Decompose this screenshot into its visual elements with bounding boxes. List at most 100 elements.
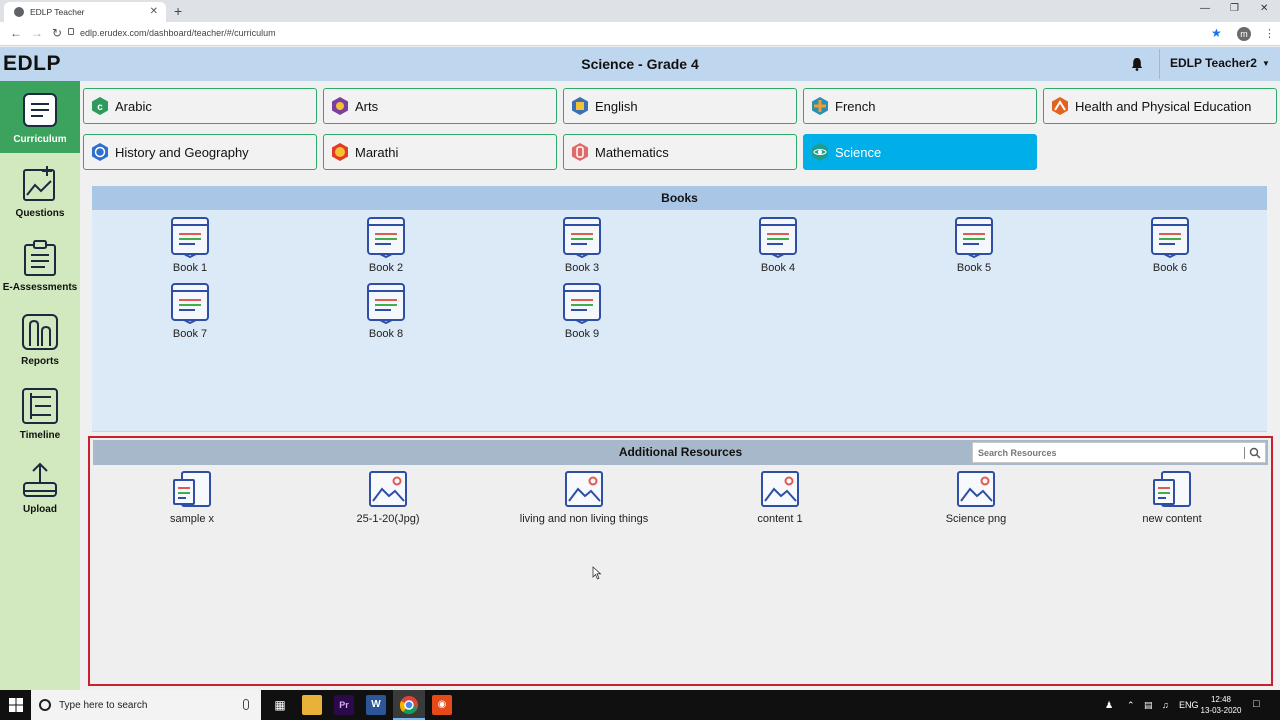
subject-label: Science xyxy=(835,144,882,160)
taskbar-clock[interactable]: 12:48 13-03-2020 xyxy=(1198,694,1244,716)
image-file-icon xyxy=(761,471,799,507)
window-close-icon[interactable]: ✕ xyxy=(1260,3,1269,14)
file-explorer-icon[interactable] xyxy=(302,695,322,715)
resource-item[interactable]: new content xyxy=(1092,470,1252,525)
notification-icon[interactable]: □ xyxy=(1253,698,1260,710)
resource-item[interactable]: sample x xyxy=(112,470,272,525)
book-item[interactable]: Book 8 xyxy=(336,282,436,344)
subject-french[interactable]: French xyxy=(803,88,1037,124)
microphone-icon[interactable] xyxy=(243,699,249,710)
subject-history-and-geography[interactable]: History and Geography xyxy=(83,134,317,170)
new-tab-button[interactable]: + xyxy=(174,3,183,19)
bell-icon[interactable] xyxy=(1131,57,1143,71)
curriculum-icon xyxy=(23,93,57,127)
search-icon[interactable] xyxy=(1249,447,1261,459)
windows-start-icon[interactable] xyxy=(9,698,23,712)
browser-tab[interactable]: EDLP Teacher ✕ xyxy=(4,2,166,22)
resource-label: sample x xyxy=(169,513,215,525)
people-icon[interactable]: ♟ xyxy=(1105,700,1114,710)
profile-avatar[interactable]: m xyxy=(1237,27,1251,41)
svg-text:c: c xyxy=(97,102,103,113)
subject-arabic[interactable]: c Arabic xyxy=(83,88,317,124)
book-item[interactable]: Book 2 xyxy=(336,216,436,278)
clock-date: 13-03-2020 xyxy=(1200,706,1242,715)
back-icon[interactable]: ← xyxy=(10,26,22,40)
book-item[interactable]: Book 3 xyxy=(532,216,632,278)
bookmark-star-icon[interactable]: ★ xyxy=(1211,26,1222,40)
book-label: Book 5 xyxy=(956,262,992,274)
user-menu[interactable]: EDLP Teacher2 xyxy=(1170,56,1257,70)
sidebar-item-upload[interactable]: Upload xyxy=(0,451,80,523)
resource-item[interactable]: Science png xyxy=(896,470,1056,525)
browser-menu-icon[interactable]: ⋮ xyxy=(1264,28,1275,40)
language-indicator[interactable]: ENG xyxy=(1179,700,1199,710)
book-icon xyxy=(563,217,601,258)
url-field[interactable]: edlp.erudex.com/dashboard/teacher/#/curr… xyxy=(80,28,276,38)
chevron-down-icon[interactable]: ▼ xyxy=(1262,59,1270,68)
taskbar: Type here to search ▦ Pr W ◉ ♟ ⌃ ▤ ♫ ENG… xyxy=(0,690,1280,720)
book-item[interactable]: Book 9 xyxy=(532,282,632,344)
brand-logo[interactable]: EDLP xyxy=(3,52,62,75)
resource-item[interactable]: content 1 xyxy=(700,470,860,525)
sidebar-item-label: Questions xyxy=(15,208,65,219)
word-icon[interactable]: W xyxy=(366,695,386,715)
tab-favicon-icon xyxy=(14,7,24,17)
book-item[interactable]: Book 1 xyxy=(140,216,240,278)
tab-close-icon[interactable]: ✕ xyxy=(149,6,158,17)
document-file-icon xyxy=(173,471,211,507)
subject-marathi[interactable]: Marathi xyxy=(323,134,557,170)
sidebar-item-questions[interactable]: Questions xyxy=(0,155,80,227)
reload-icon[interactable]: ↻ xyxy=(52,26,63,40)
taskbar-search[interactable]: Type here to search xyxy=(31,690,261,720)
minimize-icon[interactable]: — xyxy=(1200,3,1210,14)
task-view-icon[interactable]: ▦ xyxy=(274,698,286,712)
sidebar-item-curriculum[interactable]: Curriculum xyxy=(0,81,80,153)
volume-icon[interactable]: ♫ xyxy=(1162,700,1169,710)
arabic-subject-icon: c xyxy=(92,97,108,115)
forward-icon[interactable]: → xyxy=(31,26,43,40)
resource-item[interactable]: 25-1-20(Jpg) xyxy=(308,470,468,525)
tray-chevron-icon[interactable]: ⌃ xyxy=(1127,700,1135,710)
restore-icon[interactable]: ❐ xyxy=(1230,3,1239,14)
subject-label: English xyxy=(595,98,638,114)
address-bar: ← → ↻ edlp.erudex.com/dashboard/teacher/… xyxy=(0,22,1280,46)
book-icon xyxy=(955,217,993,258)
book-item[interactable]: Book 6 xyxy=(1120,216,1220,278)
book-label: Book 8 xyxy=(368,328,404,340)
sidebar-item-e-assessments[interactable]: E-Assessments xyxy=(0,229,80,301)
browser-tab-bar: EDLP Teacher ✕ + — ❐ ✕ xyxy=(0,0,1280,22)
sidebar-item-reports[interactable]: Reports xyxy=(0,303,80,375)
subject-science[interactable]: Science xyxy=(803,134,1037,170)
search-input[interactable] xyxy=(973,443,1243,463)
subject-arts[interactable]: Arts xyxy=(323,88,557,124)
book-icon xyxy=(367,217,405,258)
sidebar-item-label: Upload xyxy=(23,504,57,515)
premiere-pro-icon[interactable]: Pr xyxy=(334,695,354,715)
recorder-icon[interactable]: ◉ xyxy=(432,695,452,715)
book-item[interactable]: Book 4 xyxy=(728,216,828,278)
image-file-icon xyxy=(565,471,603,507)
sidebar-item-timeline[interactable]: Timeline xyxy=(0,377,80,449)
sidebar-item-label: Reports xyxy=(21,356,59,367)
network-icon[interactable]: ▤ xyxy=(1144,700,1153,710)
chrome-icon[interactable] xyxy=(399,695,419,715)
book-icon xyxy=(171,283,209,324)
book-label: Book 2 xyxy=(368,262,404,274)
subject-english[interactable]: English xyxy=(563,88,797,124)
english-subject-icon xyxy=(572,97,588,115)
book-label: Book 4 xyxy=(760,262,796,274)
subject-label: Arts xyxy=(355,98,379,114)
sidebar-item-label: Timeline xyxy=(19,430,61,441)
sidebar: Curriculum Questions E-Assessments Repor… xyxy=(0,81,80,690)
book-label: Book 7 xyxy=(172,328,208,340)
book-icon xyxy=(367,283,405,324)
book-item[interactable]: Book 5 xyxy=(924,216,1024,278)
book-item[interactable]: Book 7 xyxy=(140,282,240,344)
subject-label: Arabic xyxy=(115,98,152,114)
book-icon xyxy=(759,217,797,258)
subject-mathematics[interactable]: Mathematics xyxy=(563,134,797,170)
subject-selector: c Arabic Arts English French Health and … xyxy=(80,81,1280,179)
mouse-cursor-icon xyxy=(592,566,602,580)
resource-item[interactable]: living and non living things xyxy=(504,470,664,525)
subject-health-and-physical-education[interactable]: Health and Physical Education xyxy=(1043,88,1277,124)
